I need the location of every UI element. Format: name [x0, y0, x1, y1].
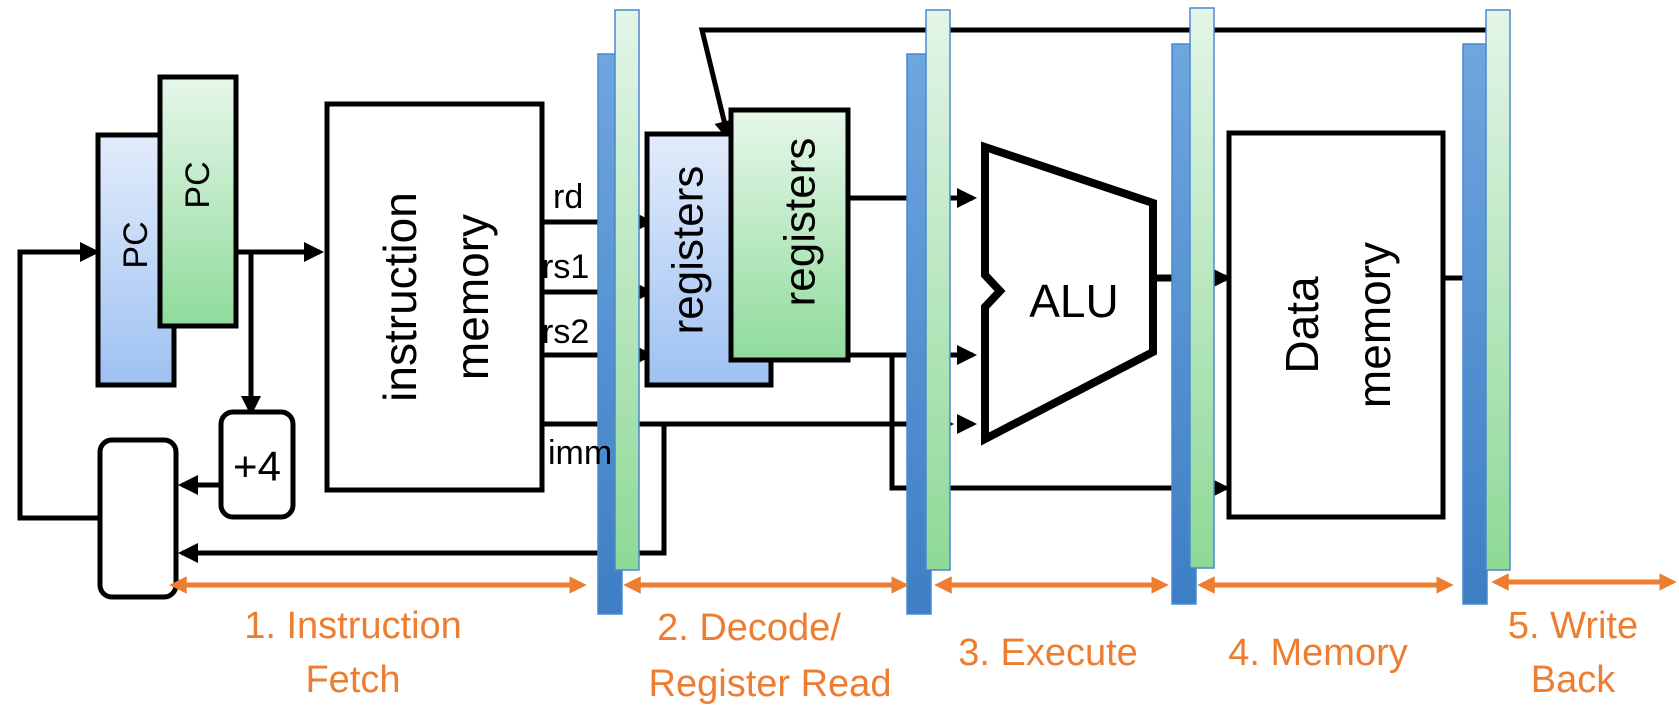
- registers-front: [728, 107, 851, 363]
- pc-mux: [97, 437, 179, 600]
- data-memory-label-line1: Data: [1276, 276, 1328, 374]
- stage-5-label-line2: Back: [1531, 659, 1616, 701]
- pc-register-front: [157, 74, 239, 329]
- adder-box: [218, 409, 296, 520]
- stage-4-label: 4. Memory: [1228, 632, 1407, 674]
- pipeline-register-ex-mem: [1171, 7, 1215, 605]
- data-memory-label-line2: memory: [1348, 242, 1400, 408]
- imm-label: imm: [548, 434, 612, 472]
- registers-back-label: registers: [664, 166, 713, 335]
- stage-2-label-line1: 2. Decode/: [657, 607, 841, 649]
- adder-label: +4: [233, 443, 281, 490]
- instruction-memory-label-line1: instruction: [374, 192, 426, 402]
- stage-2-label-line2: Register Read: [649, 663, 892, 705]
- stage-1-label-line1: 1. Instruction: [244, 605, 462, 647]
- instruction-memory: [324, 101, 545, 493]
- pipeline-register-mem-wb: [1462, 9, 1511, 605]
- pc-front-label: PC: [179, 161, 217, 208]
- rd-label: rd: [553, 178, 583, 216]
- rs2-label: rs2: [542, 313, 589, 351]
- data-memory: [1226, 130, 1446, 520]
- pipeline-register-if-id: [597, 9, 640, 615]
- stage-1-label-line2: Fetch: [305, 659, 400, 701]
- alu: [981, 141, 1157, 446]
- stage-3-label: 3. Execute: [958, 632, 1138, 674]
- store-data-wire: [889, 355, 1230, 498]
- mux-to-pc-wire: [17, 242, 100, 521]
- pc-back-label: PC: [117, 221, 155, 268]
- alu-label: ALU: [1029, 275, 1118, 327]
- writeback-wire: [698, 27, 1488, 141]
- pipeline-register-id-ex: [906, 9, 951, 615]
- registers-front-label: registers: [776, 138, 825, 307]
- instruction-memory-label-line2: memory: [446, 214, 498, 380]
- branch-to-mux-wire: [178, 425, 667, 563]
- stage-5-label-line1: 5. Write: [1508, 605, 1638, 647]
- rs1-label: rs1: [542, 248, 589, 286]
